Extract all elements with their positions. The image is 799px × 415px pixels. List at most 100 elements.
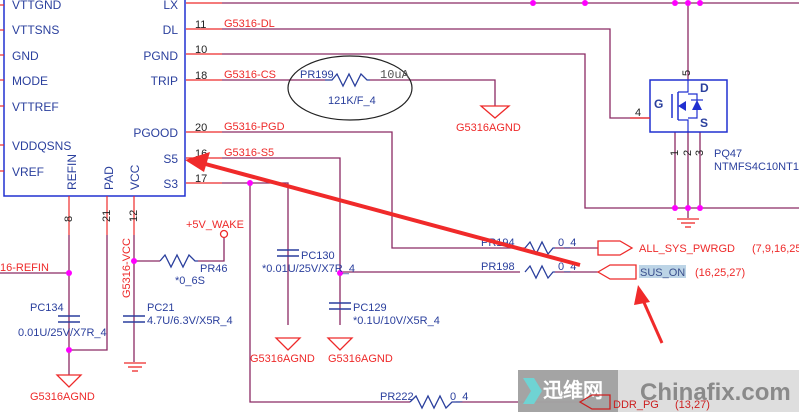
pr222-resistor bbox=[409, 394, 460, 410]
pr222-value: 0_4 bbox=[450, 391, 468, 403]
port-all-sys-pwrgd-icon bbox=[597, 240, 634, 256]
pin-label-vddqsns: VDDQSNS bbox=[12, 139, 71, 153]
port-all-sys-pwrgd-label[interactable]: ALL_SYS_PWRGD bbox=[639, 243, 735, 255]
mosfet-source-label: S bbox=[700, 116, 708, 130]
annotation-arrow-to-s5 bbox=[185, 152, 581, 267]
pin-label-vttsns: VTTSNS bbox=[12, 23, 59, 37]
pin-number-s3: 17 bbox=[195, 173, 207, 185]
agnd-symbol-4 bbox=[326, 337, 354, 351]
pc129-value: *0.1U/10V/X5R_4 bbox=[353, 315, 440, 327]
net-label-refin: 16-REFIN bbox=[0, 262, 49, 274]
pc134-ref: PC134 bbox=[30, 302, 64, 314]
pin-label-refin: REFIN bbox=[65, 154, 79, 190]
mosfet-drain-label: D bbox=[700, 81, 709, 95]
pc134-value: 0.01U/25V/X7R_4 bbox=[18, 327, 107, 339]
annotation-arrow-to-sus-on bbox=[634, 285, 664, 344]
left-pin-stubs bbox=[0, 4, 4, 172]
mosfet-pin3: 3 bbox=[694, 150, 706, 156]
wake-power-icon bbox=[219, 229, 229, 239]
agnd-symbol-2 bbox=[55, 374, 83, 388]
pc130-ref: PC130 bbox=[301, 250, 335, 262]
pc21-ref: PC21 bbox=[147, 302, 175, 314]
pr46-ref: PR46 bbox=[200, 263, 228, 275]
mosfet-pq47 bbox=[630, 79, 728, 133]
mosfet-pin2: 2 bbox=[682, 150, 694, 156]
pr199-note: 10uA bbox=[380, 68, 410, 82]
net-label-s5: G5316-S5 bbox=[224, 147, 274, 159]
port-sus-on-label[interactable]: SUS_ON bbox=[640, 267, 685, 279]
pr198-ref: PR198 bbox=[481, 261, 515, 273]
pin-number-pad: 21 bbox=[101, 210, 113, 222]
pin-label-pad: PAD bbox=[102, 166, 116, 190]
net-label-wake: +5V_WAKE bbox=[186, 219, 244, 231]
watermark-cn: 迅维网 bbox=[543, 378, 603, 402]
agnd-symbol-1 bbox=[479, 105, 511, 119]
agnd-label-1: G5316AGND bbox=[456, 122, 521, 134]
net-label-dl: G5316-DL bbox=[224, 18, 275, 30]
wires bbox=[0, 2, 799, 403]
port-ddr-pg-label[interactable]: DDR_PG bbox=[613, 399, 659, 411]
pin-number-vcc: 12 bbox=[128, 210, 140, 222]
pc129-ref: PC129 bbox=[353, 302, 387, 314]
pin-number-dl: 11 bbox=[195, 19, 206, 31]
net-label-cs: G5316-CS bbox=[224, 69, 276, 81]
port-sus-on-icon bbox=[596, 264, 637, 280]
pr194-value: 0_4 bbox=[558, 237, 576, 249]
pc130-value: *0.01U/25V/X7R_4 bbox=[262, 263, 355, 275]
mosfet-pin5: 5 bbox=[681, 70, 693, 76]
mosfet-pin4: 4 bbox=[635, 107, 641, 119]
mosfet-gate-label: G bbox=[654, 97, 663, 111]
pin-label-vref: VREF bbox=[12, 165, 44, 179]
pr199-resistor bbox=[325, 72, 370, 88]
pc21-capacitor bbox=[123, 315, 145, 323]
pin-label-pgnd: PGND bbox=[143, 49, 178, 63]
ic-body bbox=[3, 0, 186, 197]
pin-label-dl: DL bbox=[163, 23, 179, 37]
pin-number-pgnd: 10 bbox=[195, 44, 207, 56]
pin-label-vttgnd: VTTGND bbox=[12, 0, 62, 12]
pin-label-s5: S5 bbox=[163, 152, 178, 166]
port-ddr-pg-pages: (13,27) bbox=[675, 399, 710, 411]
ground-icon-pc21 bbox=[124, 362, 146, 372]
pin-label-trip: TRIP bbox=[151, 74, 178, 88]
pr199-ref: PR199 bbox=[300, 69, 334, 81]
pr198-resistor bbox=[524, 264, 555, 280]
pin-label-s3: S3 bbox=[163, 177, 178, 191]
port-sus-on-pages: (16,25,27) bbox=[695, 267, 745, 279]
net-label-vcc: G5316-VCC bbox=[121, 238, 133, 298]
pr46-resistor bbox=[159, 253, 198, 269]
pr199-value: 121K/F_4 bbox=[328, 95, 376, 107]
pq47-part: NTMFS4C10NT1 bbox=[714, 161, 799, 173]
pin-label-vttref: VTTREF bbox=[12, 100, 59, 114]
annotation-ellipse bbox=[287, 55, 413, 121]
pin-label-gnd: GND bbox=[12, 49, 39, 63]
agnd-label-4: G5316AGND bbox=[328, 353, 393, 365]
pin-label-vcc: VCC bbox=[128, 164, 142, 190]
agnd-label-3: G5316AGND bbox=[250, 353, 315, 365]
pc130-capacitor bbox=[277, 249, 299, 257]
pc21-value: 4.7U/6.3V/X5R_4 bbox=[147, 315, 233, 327]
pin-label-lx: LX bbox=[163, 0, 178, 12]
sus-on-highlight bbox=[639, 265, 686, 278]
watermark-en: Chinafix.com bbox=[640, 379, 791, 406]
junctions bbox=[66, 0, 703, 353]
port-ddr-pg-icon bbox=[578, 394, 611, 410]
pr46-value: *0_6S bbox=[175, 275, 205, 287]
right-pin-stubs bbox=[68, 2, 222, 235]
pr194-resistor bbox=[524, 240, 555, 256]
ground-icon-mosfet bbox=[677, 218, 699, 228]
pr222-ref: PR222 bbox=[380, 391, 414, 403]
pc129-capacitor bbox=[329, 302, 351, 310]
pc134-capacitor bbox=[58, 315, 80, 323]
agnd-label-2: G5316AGND bbox=[30, 391, 95, 403]
pin-label-mode: MODE bbox=[12, 74, 48, 88]
mosfet-pin1: 1 bbox=[669, 150, 681, 156]
pin-label-pgood: PGOOD bbox=[133, 126, 178, 140]
pq47-ref: PQ47 bbox=[714, 148, 742, 160]
watermark-logo-icon bbox=[523, 378, 542, 404]
port-all-sys-pwrgd-pages: (7,9,16,25 bbox=[752, 243, 799, 255]
pin-number-refin: 8 bbox=[63, 216, 75, 222]
pin-number-trip: 18 bbox=[195, 70, 207, 82]
net-label-pgd: G5316-PGD bbox=[224, 121, 285, 133]
